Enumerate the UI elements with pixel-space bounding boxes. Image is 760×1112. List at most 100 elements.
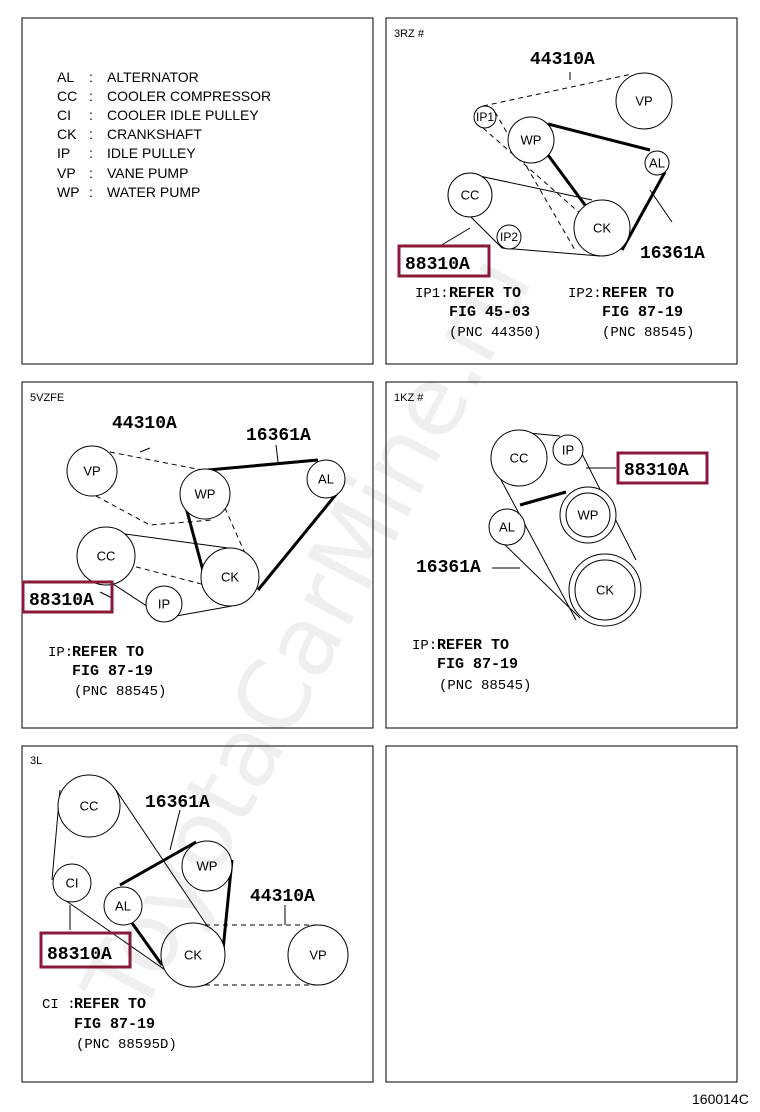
figure-code: 160014C	[692, 1091, 749, 1107]
pulley-wp-inner	[565, 492, 611, 538]
legend-sep: :	[89, 69, 93, 85]
legend-abbr: CI	[57, 107, 71, 123]
engine-label: 1KZ #	[394, 392, 424, 404]
pulley-label: IP	[562, 443, 574, 458]
belt-88310a	[469, 173, 593, 201]
pulley-ip1	[473, 105, 497, 129]
pulley-ci	[52, 863, 92, 903]
pulley-ip	[145, 585, 183, 623]
pulley-cc	[447, 172, 493, 218]
pulley-ck	[573, 199, 631, 257]
panel-3rz	[385, 17, 738, 365]
legend-name: CRANKSHAFT	[107, 126, 202, 142]
pulley-vp	[66, 445, 118, 497]
part-number: 16361A	[640, 244, 705, 264]
note-line: (PNC 88545)	[439, 678, 531, 694]
part-number: 44310A	[112, 414, 177, 434]
legend-abbr: VP	[57, 165, 76, 181]
pulley-label: CK	[221, 570, 239, 585]
part-number: 16361A	[246, 426, 311, 446]
pulley-ip2	[496, 224, 522, 250]
pulley-label: CK	[593, 221, 611, 236]
part-number: 16361A	[145, 793, 210, 813]
pulley-label: AL	[318, 472, 334, 487]
legend-sep: :	[89, 184, 93, 200]
pulley-label: CC	[510, 451, 529, 466]
part-number: 44310A	[530, 50, 595, 70]
belt-16361a-left	[182, 499, 207, 579]
highlight-box	[616, 451, 709, 485]
pulley-ip	[552, 434, 584, 466]
pulley-wp	[507, 116, 555, 164]
note-line: (PNC 88545)	[602, 325, 694, 341]
leader-16361a	[275, 444, 279, 463]
legend-sep: :	[89, 145, 93, 161]
part-number-highlighted: 88310A	[624, 461, 689, 481]
belt-16361a	[207, 458, 319, 472]
pulley-vp	[615, 72, 673, 130]
note-prefix: IP1:	[415, 286, 449, 302]
pulley-al	[488, 508, 526, 546]
belt-16361a-top	[119, 840, 197, 887]
pulley-label: CK	[596, 583, 614, 598]
part-number-highlighted: 88310A	[405, 255, 470, 275]
pulley-label: AL	[649, 156, 665, 171]
belt-44310a	[109, 451, 203, 471]
pulley-label: CK	[184, 948, 202, 963]
pulley-label: WP	[521, 133, 542, 148]
belt-16361a	[547, 122, 651, 152]
leader-88310a	[99, 591, 113, 599]
pulley-label: CI	[66, 876, 79, 891]
note-line: (PNC 88595D)	[76, 1037, 177, 1053]
note-prefix: IP:	[412, 638, 437, 654]
engine-label: 5VZFE	[30, 392, 64, 404]
pulley-cc	[57, 774, 121, 838]
part-number: 44310A	[250, 887, 315, 907]
pulley-label: CC	[97, 549, 116, 564]
legend-sep: :	[89, 107, 93, 123]
note-line: FIG 87-19	[437, 656, 518, 673]
belt-44310a-cc	[109, 559, 206, 586]
belt-44310a	[482, 73, 633, 107]
legend-abbr: AL	[57, 69, 74, 85]
pulley-wp	[181, 840, 233, 892]
pulley-label: CC	[80, 799, 99, 814]
legend-sep: :	[89, 165, 93, 181]
note-line: REFER TO	[449, 285, 521, 302]
highlight-box	[21, 580, 114, 614]
legend-name: IDLE PULLEY	[107, 145, 196, 161]
note-line: FIG 87-19	[72, 663, 153, 680]
belt-16361a-right	[220, 859, 234, 961]
pulley-vp	[287, 924, 349, 986]
engine-label: 3L	[30, 755, 42, 767]
leader-16361a	[649, 189, 673, 223]
diagram-5vzfe: 5VZFE VP WP AL CC CK IP 44310A 16361A 88…	[21, 392, 346, 700]
belt-16361a-right	[256, 491, 340, 591]
belt-88310a-lower	[61, 897, 169, 973]
belt-88310a-lower	[469, 215, 601, 257]
legend-abbr: WP	[57, 184, 80, 200]
pulley-wp	[179, 468, 231, 520]
belt-44310a-lower	[482, 127, 591, 223]
legend-sep: :	[89, 88, 93, 104]
legend-abbr: CK	[57, 126, 77, 142]
diagram-3rz: 3RZ # VP WP AL CC CK IP1 IP2 44310A 1636…	[394, 28, 705, 341]
note-line: FIG 87-19	[74, 1016, 155, 1033]
leader-16361a	[169, 809, 181, 851]
pulley-label: IP2	[500, 230, 518, 244]
note-prefix: IP:	[48, 645, 73, 661]
diagram-3l: 3L CC CI AL WP CK VP 16361A 44310A 88310…	[30, 755, 349, 1053]
legend-sep: :	[89, 126, 93, 142]
pulley-label: WP	[195, 487, 216, 502]
pulley-al	[644, 150, 670, 176]
belt-88310a	[109, 531, 229, 549]
note-line: (PNC 44350)	[449, 325, 541, 341]
note-line: REFER TO	[602, 285, 674, 302]
pulley-ck	[160, 922, 226, 988]
pulley-al	[103, 886, 143, 926]
note-line: FIG 45-03	[449, 304, 530, 321]
pulley-al	[306, 459, 346, 499]
engine-label: 3RZ #	[394, 28, 425, 40]
legend-abbr: IP	[57, 145, 70, 161]
pulley-label: VP	[309, 948, 326, 963]
